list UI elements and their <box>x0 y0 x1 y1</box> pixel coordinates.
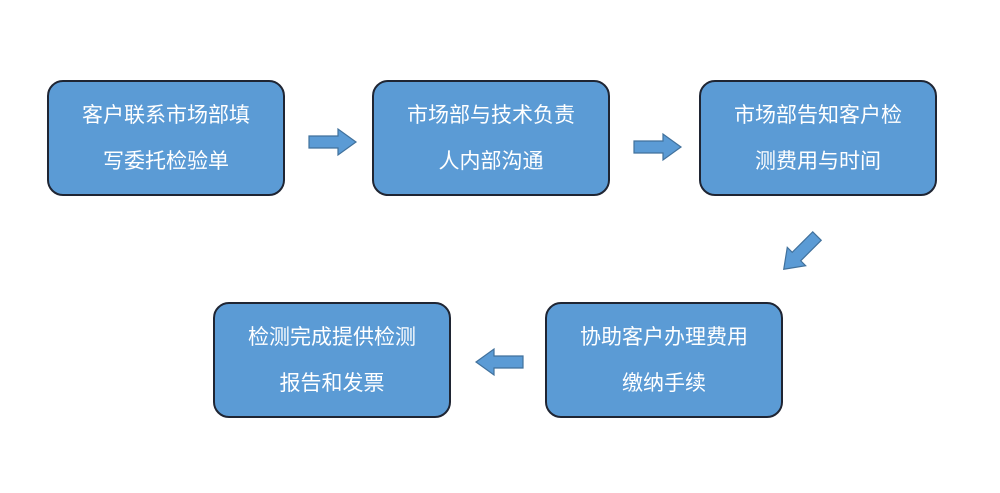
step-1-fill-inspection-form: 客户联系市场部填 写委托检验单 <box>47 80 285 196</box>
step-2-line-1: 市场部与技术负责 <box>407 103 575 127</box>
step-3-notify-cost-and-time: 市场部告知客户检 测费用与时间 <box>699 80 937 196</box>
step-4-payment-procedure: 协助客户办理费用 缴纳手续 <box>545 302 783 418</box>
step-1-line-1: 客户联系市场部填 <box>82 103 250 127</box>
step-3-line-1: 市场部告知客户检 <box>734 103 902 127</box>
step-3-line-2: 测费用与时间 <box>755 149 881 173</box>
step-4-line-1: 协助客户办理费用 <box>580 325 748 349</box>
step-5-line-2: 报告和发票 <box>279 371 385 395</box>
arrow-left-icon <box>474 347 524 377</box>
step-2-line-2: 人内部沟通 <box>438 149 544 173</box>
arrow-down-left-icon <box>783 230 823 270</box>
step-5-deliver-report-and-invoice: 检测完成提供检测 报告和发票 <box>213 302 451 418</box>
step-4-line-2: 缴纳手续 <box>622 371 706 395</box>
arrow-right-icon <box>308 127 358 157</box>
step-5-line-1: 检测完成提供检测 <box>248 325 416 349</box>
step-1-line-2: 写委托检验单 <box>103 149 229 173</box>
arrow-right-icon <box>633 132 683 162</box>
step-2-internal-communication: 市场部与技术负责 人内部沟通 <box>372 80 610 196</box>
